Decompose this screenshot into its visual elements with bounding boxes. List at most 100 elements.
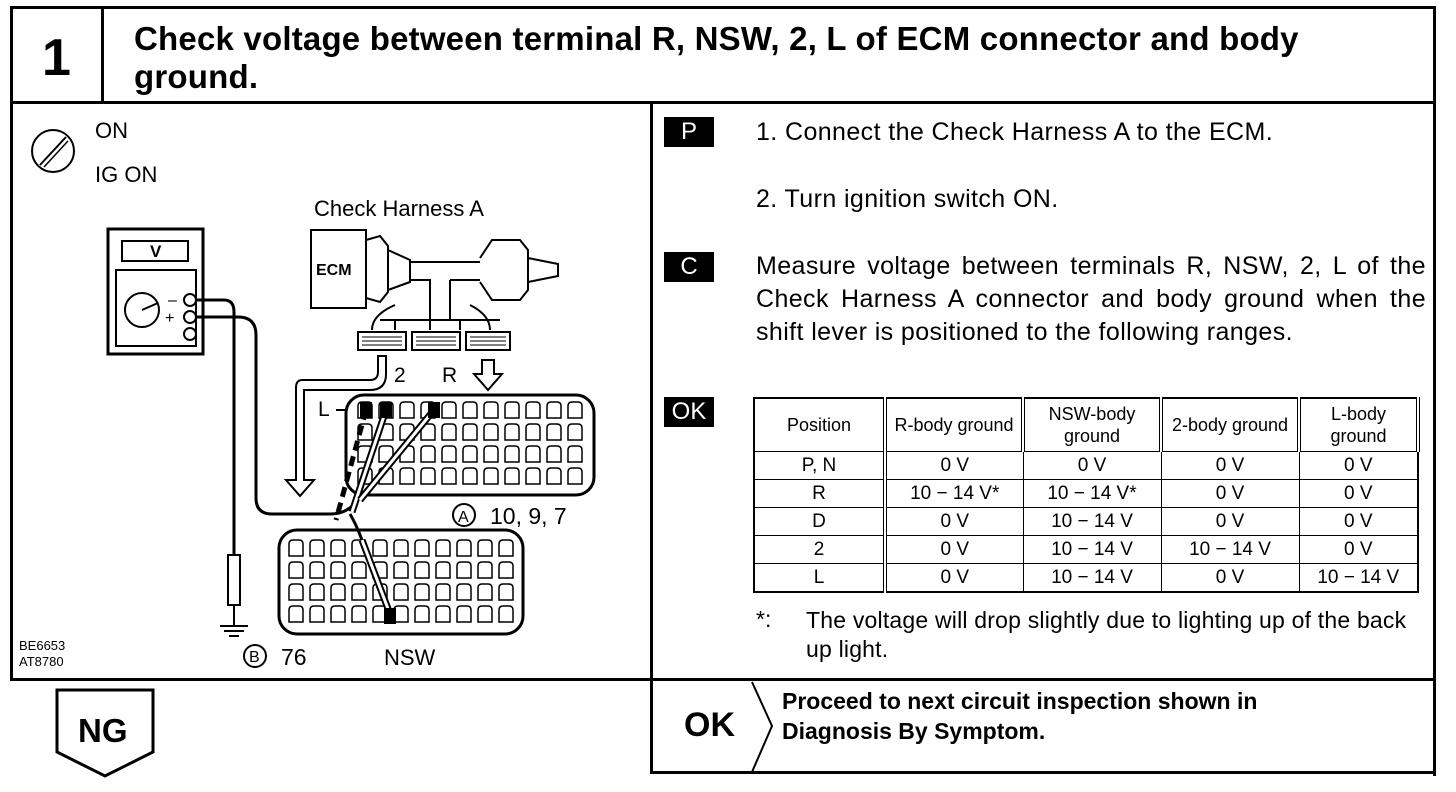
connector-pin	[309, 583, 325, 601]
voltage-table: Position R-body ground NSW-body ground 2…	[753, 397, 1420, 593]
table-header-row: Position R-body ground NSW-body ground 2…	[753, 397, 1420, 452]
connector-pin	[546, 423, 562, 441]
connector-pin	[483, 467, 499, 485]
connector-pin	[567, 423, 583, 441]
harness-label: Check Harness A	[314, 196, 484, 221]
table-cell: D	[753, 507, 887, 536]
connector-pin	[309, 605, 325, 623]
connector-pin	[435, 539, 451, 557]
connector-pin	[393, 561, 409, 579]
connector-pin	[567, 401, 583, 419]
svg-text:–: –	[168, 292, 177, 309]
connector-pin	[462, 401, 478, 419]
connector-pin	[498, 539, 514, 557]
table-cell: 0 V	[1298, 451, 1419, 480]
connector-b-caption: B 76	[243, 644, 307, 670]
table-header: 2-body ground	[1160, 397, 1301, 452]
connector-pin	[414, 561, 430, 579]
middle-divider	[650, 101, 653, 773]
connector-pin	[504, 423, 520, 441]
check-harness-icon	[365, 234, 559, 331]
ignition-switch-icon	[31, 129, 75, 173]
connector-pin	[477, 561, 493, 579]
connector-pin	[525, 401, 541, 419]
voltmeter-label: V	[150, 242, 162, 261]
connector-a-label: 10, 9, 7	[490, 503, 567, 529]
table-cell: 10 − 14 V	[1022, 507, 1162, 536]
probe-wires	[333, 407, 437, 616]
terminal-2-label: 2	[394, 364, 406, 387]
connector-pin	[504, 401, 520, 419]
down-arrow-right-icon	[471, 359, 505, 392]
harness-connectors-icon	[357, 331, 511, 351]
frame-bottom-right	[650, 771, 1436, 774]
connector-pin	[288, 539, 304, 557]
connector-pin	[483, 401, 499, 419]
connector-b-circle-letter: B	[249, 649, 260, 666]
connector-pin	[420, 467, 436, 485]
p-step-2: 2. Turn ignition switch ON.	[756, 185, 1059, 213]
table-cell: 10 − 14 V	[1022, 535, 1162, 564]
proceed-text: Proceed to next circuit inspection shown…	[782, 686, 1257, 746]
connector-a-caption: A 10, 9, 7	[452, 503, 567, 529]
step-title-line2: ground.	[134, 58, 259, 95]
ground-probe	[227, 554, 241, 606]
meter-ground-lead	[196, 298, 236, 555]
table-cell: 0 V	[1298, 479, 1419, 508]
connector-pin	[414, 583, 430, 601]
table-header: R-body ground	[884, 397, 1025, 452]
table-cell: 0 V	[1298, 507, 1419, 536]
frame-right	[1433, 6, 1436, 776]
connector-pin	[477, 583, 493, 601]
terminal-r-label: R	[442, 364, 457, 387]
table-cell: 10 − 14 V*	[884, 479, 1024, 508]
ref-code-2: AT8780	[19, 654, 64, 669]
probed-terminals	[360, 402, 440, 624]
connector-pin	[546, 445, 562, 463]
connector-a-icon	[344, 393, 596, 497]
table-cell: 10 − 14 V	[1298, 563, 1419, 593]
table-cell: 10 − 14 V	[1160, 535, 1300, 564]
p-step-1: 1. Connect the Check Harness A to the EC…	[756, 118, 1274, 146]
connector-pin	[456, 539, 472, 557]
table-cell: 0 V	[884, 451, 1024, 480]
connector-pin	[414, 605, 430, 623]
connector-pin	[441, 423, 457, 441]
c-instruction: Measure voltage between terminals R, NSW…	[756, 252, 1426, 346]
step-number-divider	[101, 6, 104, 104]
connector-pin	[525, 467, 541, 485]
frame-left	[10, 6, 13, 680]
step-title: Check voltage between terminal R, NSW, 2…	[134, 20, 1424, 96]
connector-pin	[525, 423, 541, 441]
p-tag: P	[664, 117, 714, 147]
step-number: 1	[42, 29, 71, 87]
connector-pin	[462, 445, 478, 463]
connector-a-circle-letter: A	[458, 509, 469, 526]
table-cell: R	[753, 479, 887, 508]
connector-pin	[351, 561, 367, 579]
connector-pin	[378, 445, 394, 463]
connector-pin	[567, 467, 583, 485]
note-text: The voltage will drop slightly due to li…	[806, 607, 1407, 662]
c-tag: C	[664, 252, 714, 282]
connector-pin	[435, 583, 451, 601]
connector-pin	[462, 467, 478, 485]
connector-pin	[477, 539, 493, 557]
connector-pin	[393, 605, 409, 623]
connector-pin	[456, 583, 472, 601]
proceed-line2: Diagnosis By Symptom.	[782, 718, 1046, 744]
connector-pin	[309, 561, 325, 579]
note-marker: *:	[756, 606, 772, 632]
connector-pin	[420, 445, 436, 463]
voltmeter-icon: – +	[106, 227, 205, 356]
table-row: 2 0 V 10 − 14 V 10 − 14 V 0 V	[753, 535, 1419, 564]
connector-pin	[330, 561, 346, 579]
table-header: Position	[753, 397, 887, 452]
table-cell: 0 V	[1160, 563, 1300, 593]
connector-pin	[351, 605, 367, 623]
connector-pin	[456, 605, 472, 623]
terminal-l-label: L	[318, 398, 330, 421]
table-row: R 10 − 14 V* 10 − 14 V* 0 V 0 V	[753, 479, 1419, 508]
ig-on-label: IG ON	[95, 162, 157, 187]
table-cell: 2	[753, 535, 887, 564]
